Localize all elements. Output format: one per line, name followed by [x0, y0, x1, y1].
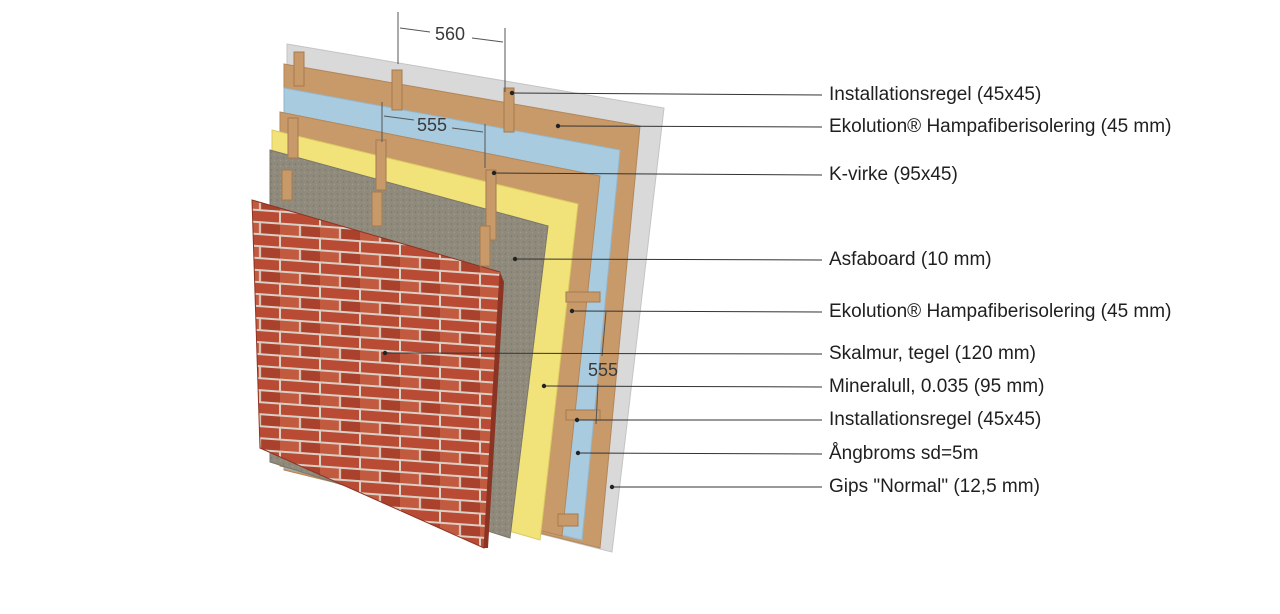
leader-dot — [574, 417, 580, 423]
layer-label: Ångbroms sd=5m — [829, 443, 979, 464]
leader-lines — [384, 92, 823, 488]
brick-veneer-edge — [484, 272, 504, 548]
studs — [281, 51, 515, 267]
leader-line — [543, 385, 823, 388]
leader-line — [577, 452, 823, 455]
leader-dot — [569, 308, 575, 314]
leader-line — [493, 172, 823, 176]
leader-dots — [382, 90, 615, 490]
layer-label: Gips "Normal" (12,5 mm) — [829, 476, 1040, 497]
leader-line — [511, 92, 823, 96]
leader-dot — [509, 90, 515, 96]
layer-label: Installationsregel (45x45) — [829, 84, 1042, 105]
dimension-vertical: 555 — [588, 360, 619, 380]
leader-dot — [541, 383, 547, 389]
layer-label: K-virke (95x45) — [829, 164, 958, 185]
leader-dot — [575, 450, 581, 456]
layer-label: Mineralull, 0.035 (95 mm) — [829, 376, 1045, 397]
leader-dot — [555, 123, 561, 129]
leader-dot — [512, 256, 518, 262]
dimension-lines — [381, 12, 607, 425]
dimension-middle: 555 — [417, 115, 448, 135]
leader-line — [384, 352, 823, 355]
layer-label: Installationsregel (45x45) — [829, 409, 1042, 430]
layer-label: Ekolution® Hampafiberisolering (45 mm) — [829, 116, 1172, 137]
layer-label: Ekolution® Hampafiberisolering (45 mm) — [829, 301, 1172, 322]
leader-line — [571, 310, 823, 313]
leader-dot — [382, 350, 388, 356]
layer-label: Asfaboard (10 mm) — [829, 249, 992, 270]
leader-line — [557, 125, 823, 128]
layer-label: Skalmur, tegel (120 mm) — [829, 343, 1036, 364]
leader-dot — [609, 484, 615, 490]
leader-line — [514, 258, 823, 261]
dimension-top: 560 — [435, 24, 466, 44]
leader-dot — [491, 170, 497, 176]
